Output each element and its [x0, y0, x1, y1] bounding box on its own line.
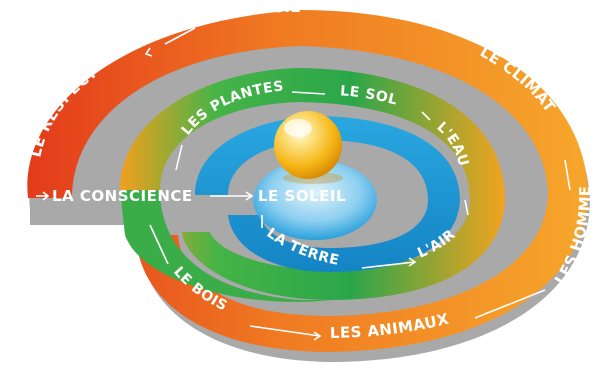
label-conscience: LA CONSCIENCE	[52, 187, 193, 205]
label-soleil: LE SOLEIL	[258, 187, 346, 205]
